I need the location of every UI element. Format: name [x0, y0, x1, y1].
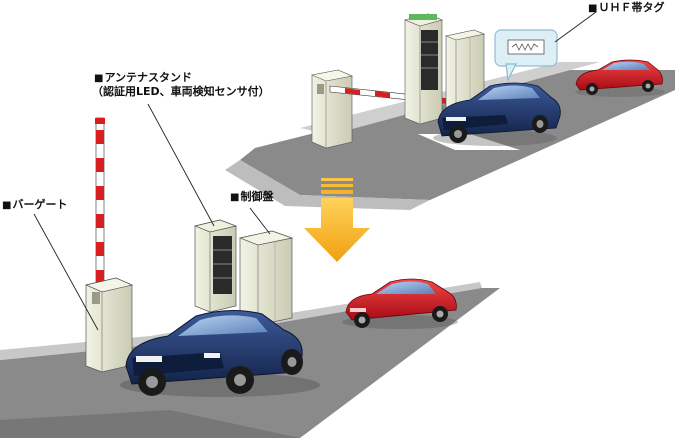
bar-gate-leader [33, 213, 99, 331]
bottom-red-car [342, 278, 458, 329]
antenna-stand-label: ■アンテナスタンド （認証用LED、車両検知センサ付） [92, 71, 270, 98]
antenna-stand-text: アンテナスタンド [104, 71, 193, 84]
bar-gate-label: ■バーゲート [2, 198, 67, 212]
uhf-tag-label: ■ＵＨＦ帯タグ [588, 1, 664, 15]
bottom-bar-gate [84, 277, 134, 373]
uhf-tag-bullet: ■ [588, 3, 598, 14]
bottom-barrier-arm [95, 117, 105, 295]
top-stop-line [418, 134, 520, 150]
top-road-shadow [225, 160, 430, 210]
bar-gate-text: バーゲート [12, 198, 68, 211]
top-blue-car [433, 82, 561, 146]
bottom-blue-car [120, 309, 320, 397]
antenna-stand-subtext: （認証用LED、車両検知センサ付） [92, 85, 270, 98]
controller-leader [249, 207, 271, 235]
bar-gate-bullet: ■ [2, 200, 12, 211]
controller-text: 制御盤 [240, 190, 274, 203]
antenna-stand-bullet: ■ [94, 73, 104, 84]
controller-bullet: ■ [230, 192, 240, 203]
uhf-tag-text: ＵＨＦ帯タグ [598, 1, 665, 14]
top-red-car [575, 59, 665, 97]
top-antenna-stand [404, 13, 443, 125]
uhf-tag-leader [554, 11, 597, 43]
rfid-tag-icon [494, 29, 558, 83]
top-scene [225, 11, 675, 210]
antenna-stand-leader [147, 103, 215, 227]
bottom-scene [0, 103, 500, 438]
bottom-antenna-stand [193, 219, 238, 313]
arrow-down-icon [304, 178, 370, 262]
bottom-road-curb [0, 410, 300, 438]
controller-label: ■制御盤 [230, 190, 273, 204]
